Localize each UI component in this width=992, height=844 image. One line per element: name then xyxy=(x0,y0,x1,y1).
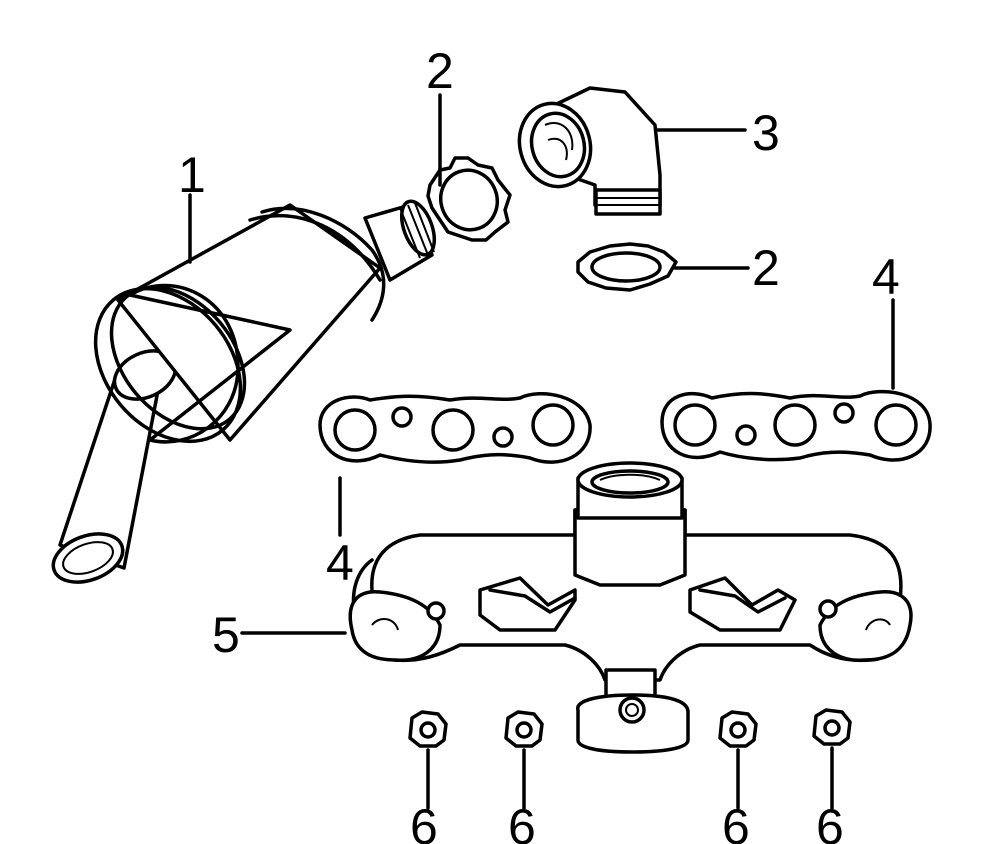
callout-2-right: 2 xyxy=(752,240,780,296)
callout-2-top: 2 xyxy=(426,43,454,99)
callout-numbers: 1 2 3 2 4 4 5 6 6 6 6 xyxy=(178,43,900,844)
callout-6-d: 6 xyxy=(816,799,844,844)
hex-nut-3 xyxy=(718,710,758,748)
callout-1: 1 xyxy=(178,147,206,203)
muffler-part xyxy=(51,199,437,584)
gasket-left xyxy=(318,392,592,464)
elbow-part xyxy=(517,86,662,216)
callout-6-a: 6 xyxy=(410,799,438,844)
leader-lines xyxy=(188,93,895,810)
callout-6-b: 6 xyxy=(508,799,536,844)
callout-5: 5 xyxy=(212,607,240,663)
gasket-right xyxy=(660,389,932,462)
hex-nut-2 xyxy=(504,710,544,748)
hex-nut-1 xyxy=(408,710,448,748)
callout-6-c: 6 xyxy=(722,799,750,844)
hex-nut-4 xyxy=(812,708,852,746)
manifold-part xyxy=(348,461,913,754)
lock-washer-top xyxy=(426,156,512,242)
callout-3: 3 xyxy=(752,105,780,161)
callout-4-right: 4 xyxy=(872,249,900,305)
lock-washer-right xyxy=(576,242,678,292)
callout-4-left: 4 xyxy=(326,535,354,591)
